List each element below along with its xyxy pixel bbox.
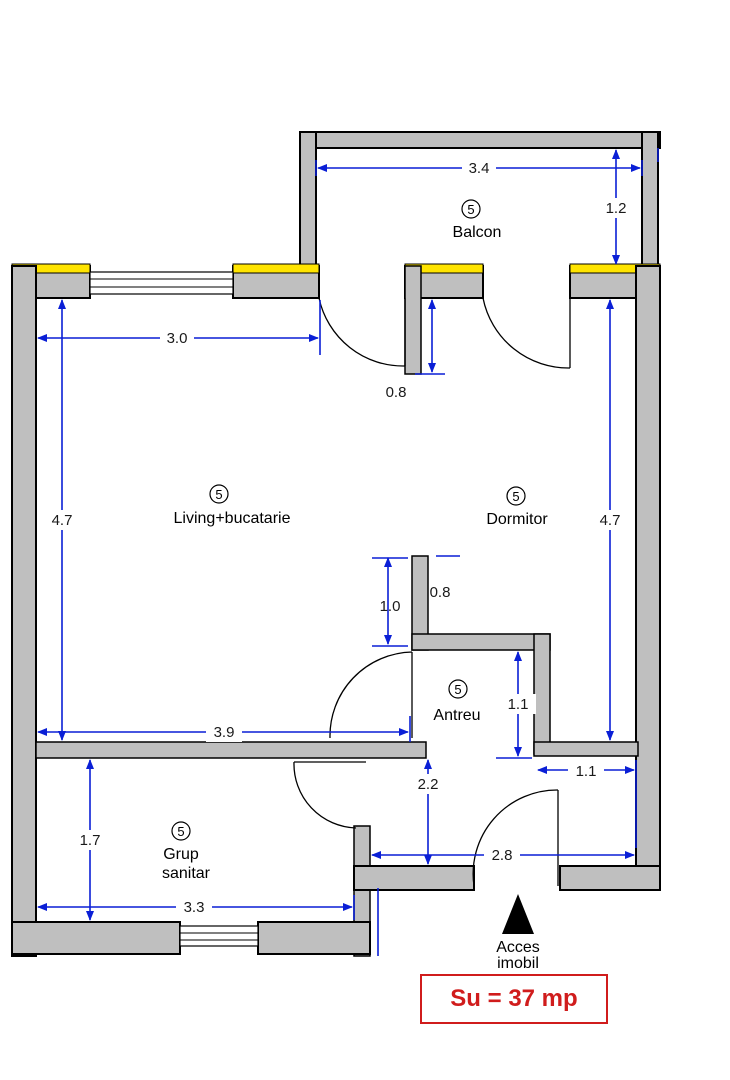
partition-pier-top	[404, 265, 422, 375]
dormitor-bottom-wall	[533, 741, 639, 757]
room-label-sanitar: sanitar	[162, 865, 211, 882]
antreu-right-wall	[533, 633, 551, 755]
dim-dormitor-height: 4.7	[600, 512, 621, 529]
bottom-wall-left	[11, 921, 181, 955]
living-bottom-wall	[35, 741, 427, 759]
room-labels: 5 Balcon 5 Living+bucatarie 5 Dormitor 5…	[162, 199, 548, 882]
windows	[89, 271, 259, 947]
balcony-door-right-swing	[482, 297, 571, 369]
left-exterior-wall	[11, 265, 37, 957]
access-marker: Acces imobil	[496, 894, 540, 972]
balcony-door-left-swing	[318, 297, 406, 367]
exterior-strip	[232, 263, 320, 274]
access-arrow-icon	[502, 894, 534, 934]
doors	[293, 297, 571, 887]
entrance-door-swing	[472, 789, 559, 887]
walls	[11, 131, 661, 957]
dim-partition-door: 0.8	[430, 584, 451, 601]
balcon-marker: 5	[467, 202, 474, 217]
dim-partition-gap: 1.0	[380, 598, 401, 615]
dim-antreu-width: 1.1	[576, 763, 597, 780]
bottom-wall-right	[257, 921, 371, 955]
dim-living-door-offset: 0.8	[386, 384, 407, 401]
balcony-top-wall	[299, 131, 661, 149]
usable-area-label: Su = 37 mp	[420, 974, 608, 1024]
grup-marker: 5	[177, 824, 184, 839]
antreu-marker: 5	[454, 682, 461, 697]
bathroom-window	[179, 925, 259, 947]
dim-antreu-length: 2.2	[418, 776, 439, 793]
dim-access-width: 2.8	[492, 847, 513, 864]
dim-balcon-depth: 1.2	[606, 200, 627, 217]
access-label-line2: imobil	[497, 955, 539, 972]
room-label-living: Living+bucatarie	[174, 510, 291, 527]
dimension-labels: 3.4 1.2 3.0 0.8 4.7 4.7 1.0 0.8 1.1 3.9 …	[44, 158, 634, 917]
dim-grup-width: 3.3	[184, 899, 205, 916]
room-label-antreu: Antreu	[433, 707, 480, 724]
balcony-right-wall	[641, 131, 659, 267]
dim-grup-height: 1.7	[80, 832, 101, 849]
antreu-top-wall	[411, 633, 551, 651]
living-marker: 5	[215, 487, 222, 502]
dim-living-height: 4.7	[52, 512, 73, 529]
dim-living-top-width: 3.0	[167, 330, 188, 347]
dim-living-bottom-width: 3.9	[214, 724, 235, 741]
entrance-wall-right	[559, 865, 661, 891]
dim-balcon-width: 3.4	[469, 160, 490, 177]
entrance-wall-left	[353, 865, 475, 891]
living-door-swing	[329, 651, 413, 739]
room-label-dormitor: Dormitor	[486, 511, 548, 528]
dim-antreu-height: 1.1	[508, 696, 529, 713]
living-window	[89, 271, 234, 295]
balcony-left-wall	[299, 131, 317, 267]
bathroom-door-swing	[293, 761, 357, 829]
room-label-grup: Grup	[163, 846, 199, 863]
dormitor-marker: 5	[512, 489, 519, 504]
room-label-balcon: Balcon	[453, 224, 502, 241]
access-label-line1: Acces	[496, 939, 540, 956]
right-exterior-wall	[635, 265, 661, 891]
dimension-lines	[37, 148, 659, 956]
